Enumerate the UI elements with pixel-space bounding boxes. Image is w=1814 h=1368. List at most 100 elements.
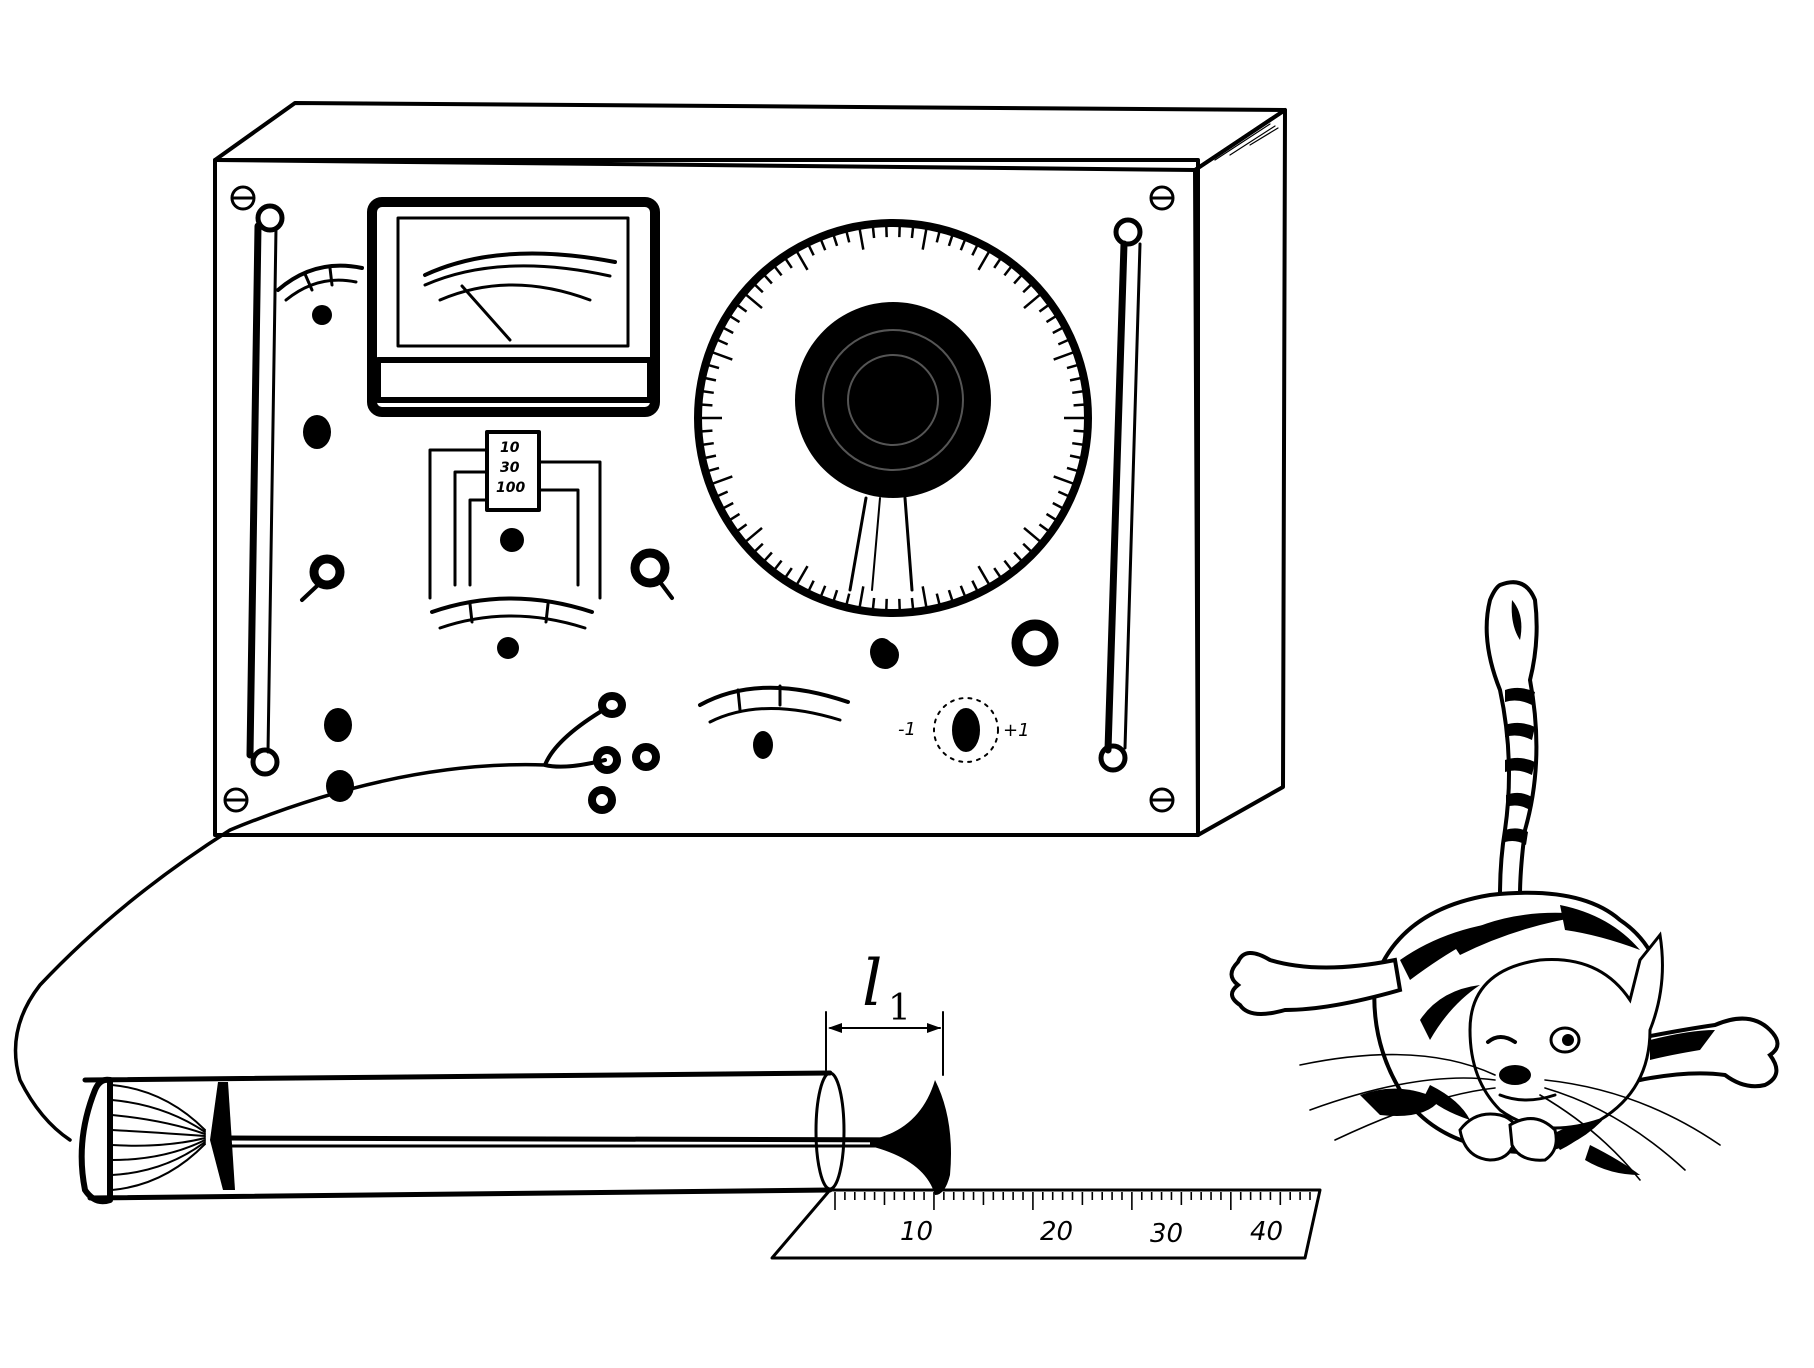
- dial-tick: [703, 454, 717, 460]
- dial-tick: [1069, 376, 1083, 382]
- dial-tick: [935, 230, 941, 243]
- lower-arc-scale: [698, 684, 850, 759]
- dial-tick: [1022, 542, 1033, 553]
- knob-icon: [312, 305, 332, 325]
- dial-tick: [1003, 265, 1013, 277]
- dial-tick: [921, 586, 928, 609]
- dial-tick: [921, 227, 928, 250]
- screw-icon: [1149, 787, 1175, 813]
- dial-tick: [773, 265, 783, 277]
- dial-tick: [1023, 292, 1042, 310]
- dial-tick: [1053, 350, 1075, 361]
- dial-tick: [728, 314, 741, 324]
- dial-tick: [935, 593, 941, 606]
- dial-tick: [744, 526, 763, 544]
- knobs: [300, 415, 1059, 802]
- dial-tick: [707, 466, 720, 473]
- dial-tick: [707, 363, 720, 370]
- knob-icon: [324, 708, 352, 742]
- top-left-dial: [276, 263, 364, 325]
- cat-left-paw: [1229, 951, 1403, 1016]
- dial-pointer: [848, 496, 868, 592]
- dial-tick: [807, 243, 815, 256]
- terminal-icon: [598, 692, 626, 718]
- knob-icon: [753, 731, 773, 759]
- dial-tick: [1022, 283, 1033, 294]
- dial-tick: [1038, 303, 1050, 313]
- ruler-ticks: [834, 1192, 1311, 1210]
- speaker-cone: [111, 1084, 206, 1191]
- dial-tick: [736, 523, 748, 533]
- corner-screws: [223, 185, 1175, 813]
- dial-tick: [700, 403, 713, 407]
- cat-right-paw: [1627, 1016, 1780, 1089]
- dial-tick: [703, 376, 717, 382]
- range-label: 30: [500, 460, 520, 476]
- knob-icon: [1011, 619, 1059, 667]
- screw-icon: [1149, 185, 1175, 211]
- polarity-right-label: +1: [1003, 720, 1030, 741]
- dial-tick: [971, 243, 979, 256]
- dial-tick: [784, 257, 793, 269]
- dial-tick: [977, 565, 991, 586]
- dial-tick: [1045, 512, 1058, 522]
- ruler: 10 20 30 40: [770, 1188, 1322, 1260]
- dial-tick: [701, 441, 714, 447]
- dial-tick: [1003, 559, 1013, 571]
- piston-head: [870, 1080, 951, 1195]
- frequency-dial: [694, 219, 1092, 666]
- dial-tick: [1057, 338, 1070, 346]
- signal-generator: 10 30 100 -1 +1: [13, 101, 1287, 1142]
- dial-tick: [1053, 475, 1075, 486]
- dial-tick: [832, 234, 839, 247]
- range-label: 10: [500, 440, 520, 456]
- dial-tick: [910, 597, 915, 611]
- switch-knob-icon: [500, 528, 524, 552]
- range-label: 100: [496, 480, 525, 496]
- case-side-hatching: [1214, 123, 1279, 161]
- dial-tick: [1013, 273, 1024, 285]
- switch-knob-icon: [952, 708, 980, 752]
- polarity-switch: -1 +1: [898, 697, 1030, 763]
- dial-tick: [1052, 501, 1064, 510]
- dial-tick: [711, 350, 733, 361]
- dial-tick: [959, 585, 967, 598]
- dial-tick: [744, 292, 763, 310]
- dial-tick: [1072, 441, 1085, 447]
- knob-icon: [326, 770, 354, 802]
- dimension-symbol: l: [862, 947, 882, 1021]
- knob-icon: [303, 415, 331, 449]
- dial-tick: [716, 490, 729, 498]
- dial-tick: [993, 257, 1002, 269]
- dial-tick: [832, 589, 839, 602]
- dial-tick: [858, 227, 865, 250]
- analog-meter: [367, 197, 660, 417]
- dial-tick: [910, 225, 915, 239]
- tube-cap: [78, 1076, 113, 1205]
- front-panel: [213, 158, 1200, 837]
- dial-tick: [947, 234, 954, 247]
- ruler-label: 30: [1150, 1219, 1183, 1249]
- screw-icon: [223, 787, 249, 813]
- cat-front-paw: [1458, 1112, 1518, 1162]
- dial-tick: [736, 303, 748, 313]
- dimension-subscript: 1: [888, 988, 911, 1029]
- dial-tick: [795, 250, 809, 271]
- tube-opening: [814, 1071, 846, 1191]
- dial-tick: [753, 283, 764, 294]
- right-handle: [1098, 217, 1143, 773]
- dial-tick: [871, 225, 876, 239]
- piston-rod: [225, 1135, 918, 1143]
- dial-tick: [1038, 523, 1050, 533]
- dial-tick: [819, 585, 827, 598]
- knob-icon: [497, 637, 519, 659]
- meter-needle: [460, 284, 512, 342]
- cat-mouth: [1498, 1093, 1557, 1102]
- dial-tick: [1066, 363, 1079, 370]
- speaker-magnet: [210, 1082, 235, 1190]
- dial-tick: [762, 273, 773, 285]
- dial-tick: [1013, 551, 1024, 563]
- terminal-icon: [588, 786, 616, 814]
- dial-knob: [795, 302, 991, 498]
